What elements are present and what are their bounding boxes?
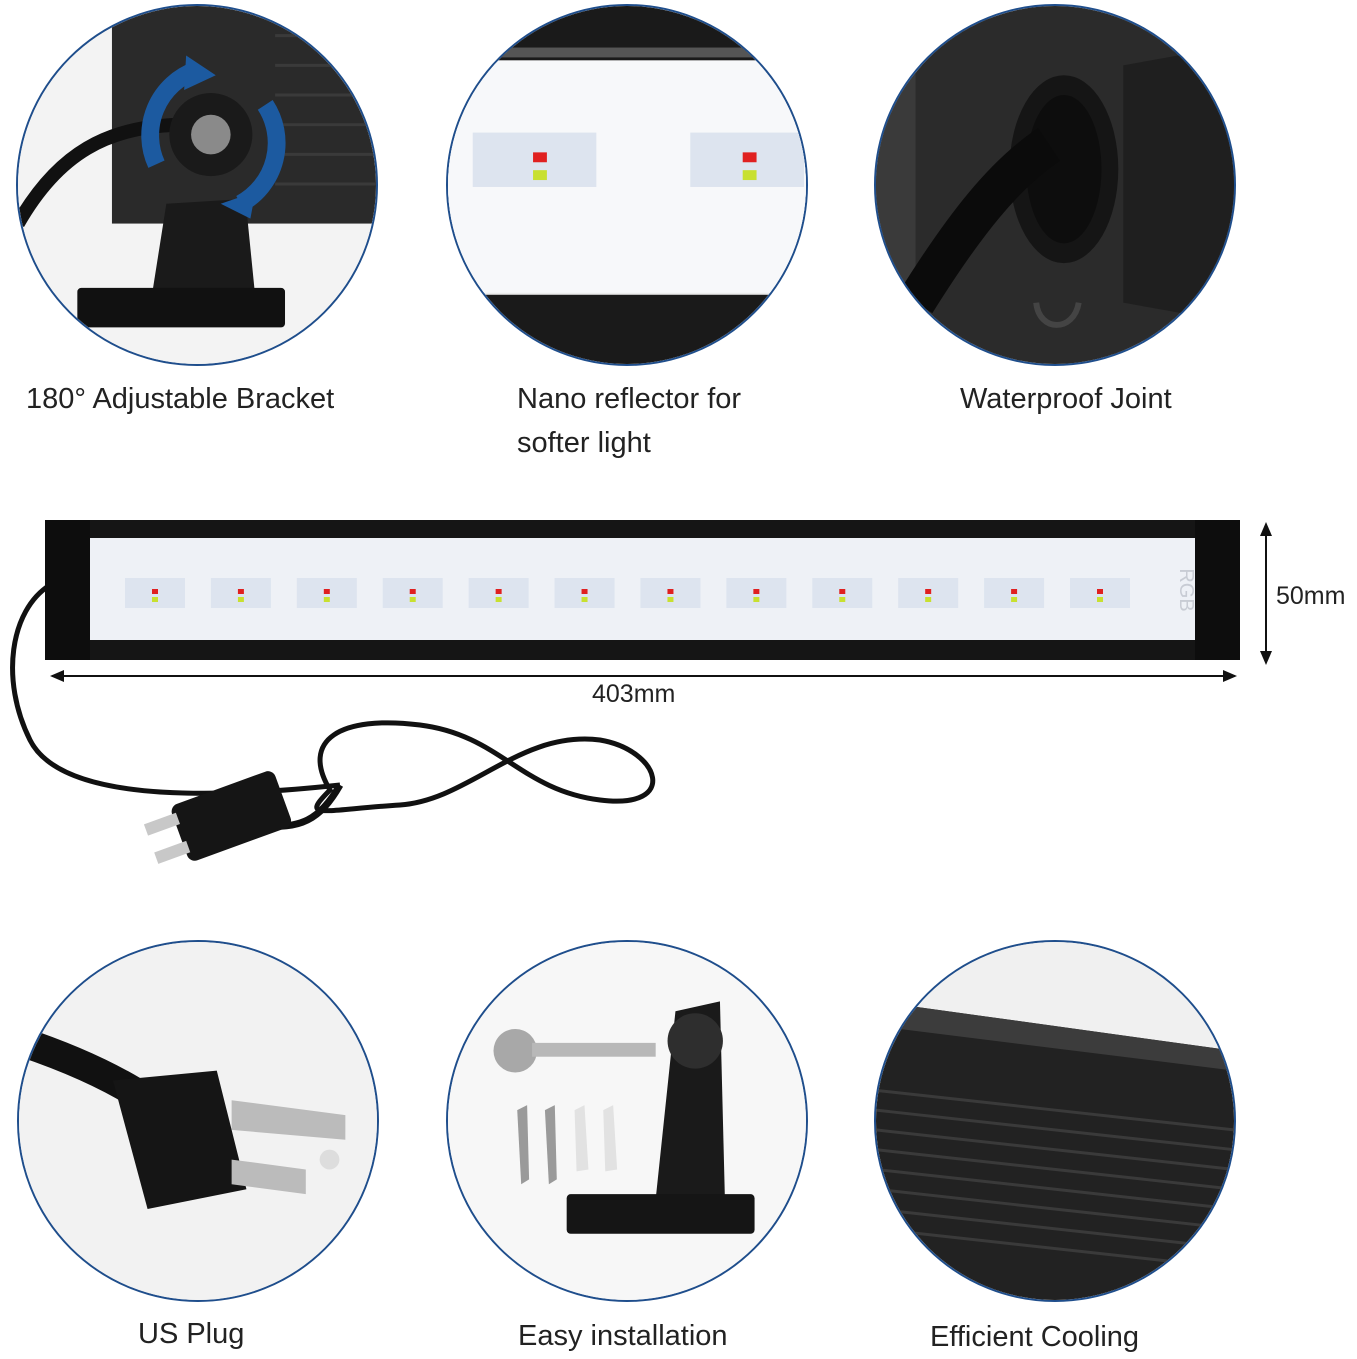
rgb-label: RGB bbox=[1175, 568, 1197, 611]
joint-detail-circle bbox=[874, 4, 1236, 366]
led-yellow-chip bbox=[839, 597, 846, 602]
led-red-chip bbox=[667, 589, 674, 594]
led-yellow-chip bbox=[581, 597, 588, 602]
caption-adjustable-bracket: 180° Adjustable Bracket bbox=[26, 383, 335, 415]
led-red-chip bbox=[237, 589, 244, 594]
caption-efficient-cooling: Efficient Cooling bbox=[930, 1321, 1140, 1353]
led-red-chip bbox=[409, 589, 416, 594]
us-plug-image bbox=[19, 942, 377, 1300]
bracket-detail-circle bbox=[16, 4, 378, 366]
nano-reflector-image bbox=[448, 6, 806, 364]
led-yellow-chip bbox=[925, 597, 932, 602]
waterproof-joint-image bbox=[876, 6, 1234, 364]
us-plug bbox=[143, 771, 292, 864]
us-plug-circle bbox=[17, 940, 379, 1302]
width-dimension-label: 403mm bbox=[592, 680, 676, 708]
led-yellow-chip bbox=[237, 597, 244, 602]
led-red-chip bbox=[1011, 589, 1018, 594]
led-red-chip bbox=[1097, 589, 1103, 594]
height-dimension-label: 50mm bbox=[1276, 582, 1346, 610]
caption-us-plug: US Plug bbox=[138, 1318, 245, 1350]
led-red-chip bbox=[839, 589, 846, 594]
cooling-circle bbox=[874, 940, 1236, 1302]
caption-nano-reflector-line1: Nano reflector for bbox=[517, 383, 742, 415]
led-red-chip bbox=[581, 589, 588, 594]
installation-kit-image bbox=[448, 942, 806, 1300]
led-red-chip bbox=[323, 589, 330, 594]
led-yellow-chip bbox=[1011, 597, 1018, 602]
led-red-chip bbox=[753, 589, 760, 594]
led-yellow-chip bbox=[1097, 597, 1103, 602]
led-yellow-chip bbox=[667, 597, 674, 602]
caption-waterproof-joint: Waterproof Joint bbox=[960, 383, 1172, 415]
coiled-cord bbox=[314, 720, 656, 814]
reflector-detail-circle bbox=[446, 4, 808, 366]
led-yellow-chip bbox=[409, 597, 416, 602]
installation-circle bbox=[446, 940, 808, 1302]
efficient-cooling-image bbox=[876, 942, 1234, 1300]
rotate-arrows-icon bbox=[141, 55, 286, 219]
led-red-chip bbox=[495, 589, 502, 594]
led-yellow-chip bbox=[323, 597, 330, 602]
led-yellow-chip bbox=[152, 597, 158, 602]
caption-nano-reflector-line2: softer light bbox=[517, 427, 651, 459]
led-red-chip bbox=[152, 589, 158, 594]
led-yellow-chip bbox=[753, 597, 760, 602]
led-red-chip bbox=[925, 589, 932, 594]
adjustable-bracket-image bbox=[18, 6, 376, 364]
led-yellow-chip bbox=[495, 597, 502, 602]
light-bar-product-image: RGB bbox=[10, 520, 1272, 864]
led-strip bbox=[125, 578, 1130, 608]
caption-easy-installation: Easy installation bbox=[518, 1320, 728, 1352]
